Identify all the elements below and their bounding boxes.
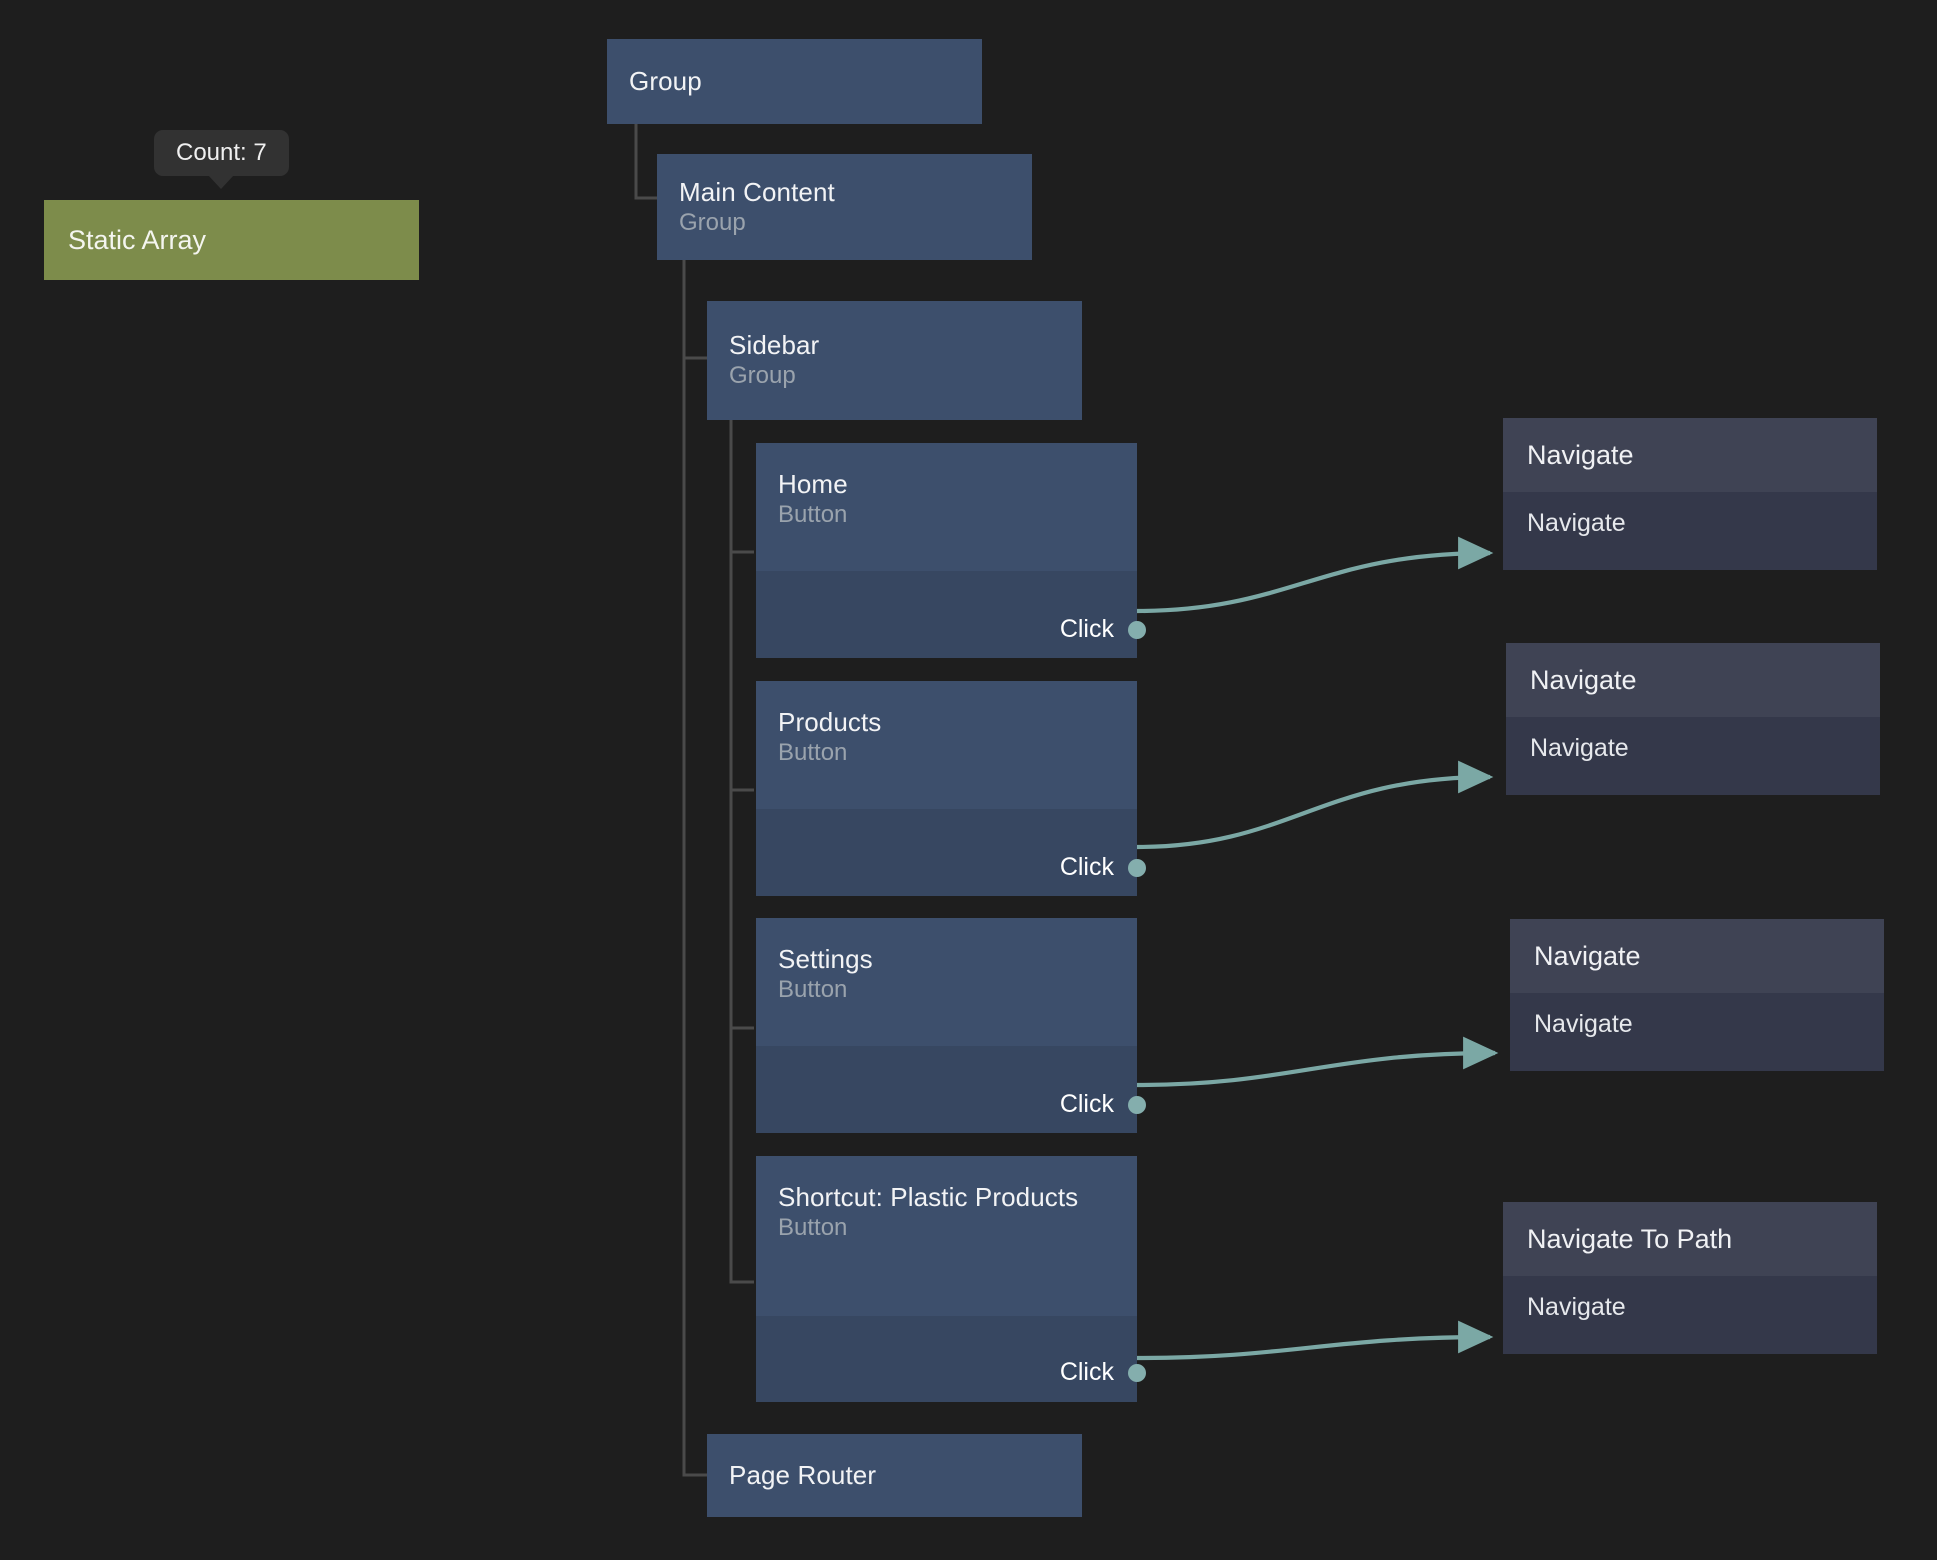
action-1-title: Navigate (1503, 418, 1877, 492)
edge-shortcut-navigate (1136, 1320, 1494, 1361)
output-port-dot-icon[interactable] (1128, 1095, 1146, 1114)
node-group-title: Group (629, 66, 702, 97)
node-home-subtitle: Button (778, 501, 848, 529)
node-settings-click-label: Click (1059, 1090, 1114, 1118)
action-node-navigate-2[interactable]: Navigate Navigate (1506, 643, 1880, 795)
node-products-body: Click (756, 809, 1146, 896)
node-products-header[interactable]: Products Button (756, 681, 1137, 809)
node-settings-title: Settings (778, 944, 873, 974)
node-main-content[interactable]: Main Content Group (657, 154, 1032, 260)
action-node-navigate-3[interactable]: Navigate Navigate (1510, 919, 1884, 1071)
action-4-title: Navigate To Path (1503, 1202, 1877, 1276)
node-group[interactable]: Group (607, 39, 982, 124)
node-home-body: Click (756, 571, 1146, 658)
node-shortcut-title: Shortcut: Plastic Products (778, 1182, 1079, 1212)
node-page-router[interactable]: Page Router (707, 1434, 1082, 1517)
count-tooltip-label: Count: 7 (176, 139, 267, 166)
node-settings-click-port[interactable]: Click (1059, 1090, 1146, 1119)
output-port-dot-icon[interactable] (1128, 1363, 1146, 1382)
action-3-title: Navigate (1510, 919, 1884, 993)
node-settings-body: Click (756, 1046, 1146, 1133)
node-shortcut-header[interactable]: Shortcut: Plastic Products Button (756, 1156, 1137, 1316)
action-1-navigate-port[interactable]: Navigate (1527, 509, 1626, 537)
node-home-title: Home (778, 469, 848, 499)
node-shortcut-body: Click (756, 1316, 1146, 1402)
node-shortcut-subtitle: Button (778, 1214, 848, 1242)
node-main-content-subtitle: Group (679, 208, 746, 236)
static-array-node[interactable]: Static Array (44, 200, 419, 280)
node-page-router-title: Page Router (729, 1460, 877, 1491)
node-sidebar-title: Sidebar (729, 330, 820, 361)
tooltip-pointer-icon (208, 175, 235, 189)
node-main-content-title: Main Content (679, 176, 835, 207)
output-port-dot-icon[interactable] (1128, 858, 1146, 877)
edge-settings-navigate (1136, 1036, 1499, 1088)
node-products-title: Products (778, 707, 882, 737)
node-sidebar[interactable]: Sidebar Group (707, 301, 1082, 420)
node-products-subtitle: Button (778, 739, 848, 767)
node-settings-header[interactable]: Settings Button (756, 918, 1137, 1046)
node-products-button[interactable]: Products Button Click (756, 681, 1146, 896)
node-home-header[interactable]: Home Button (756, 443, 1137, 571)
edge-home-navigate (1136, 536, 1494, 614)
action-3-body: Navigate (1510, 993, 1884, 1071)
node-products-click-label: Click (1059, 853, 1114, 881)
node-sidebar-subtitle: Group (729, 362, 796, 390)
action-4-navigate-port[interactable]: Navigate (1527, 1293, 1626, 1321)
node-home-button[interactable]: Home Button Click (756, 443, 1146, 658)
node-shortcut-plastic-products-button[interactable]: Shortcut: Plastic Products Button Click (756, 1156, 1146, 1402)
action-2-title: Navigate (1506, 643, 1880, 717)
action-4-body: Navigate (1503, 1276, 1877, 1354)
action-2-navigate-port[interactable]: Navigate (1530, 734, 1629, 762)
count-tooltip: Count: 7 (154, 130, 289, 189)
node-products-click-port[interactable]: Click (1059, 853, 1146, 882)
action-1-body: Navigate (1503, 492, 1877, 570)
node-settings-button[interactable]: Settings Button Click (756, 918, 1146, 1133)
action-node-navigate-1[interactable]: Navigate Navigate (1503, 418, 1877, 570)
output-port-dot-icon[interactable] (1128, 620, 1146, 639)
node-shortcut-click-port[interactable]: Click (1059, 1358, 1146, 1387)
static-array-label: Static Array (68, 224, 207, 255)
node-shortcut-click-label: Click (1059, 1358, 1114, 1386)
node-home-click-port[interactable]: Click (1059, 615, 1146, 644)
action-node-navigate-to-path[interactable]: Navigate To Path Navigate (1503, 1202, 1877, 1354)
node-home-click-label: Click (1059, 615, 1114, 643)
node-settings-subtitle: Button (778, 976, 848, 1004)
edge-products-navigate (1136, 760, 1494, 850)
action-2-body: Navigate (1506, 717, 1880, 795)
action-3-navigate-port[interactable]: Navigate (1534, 1010, 1633, 1038)
